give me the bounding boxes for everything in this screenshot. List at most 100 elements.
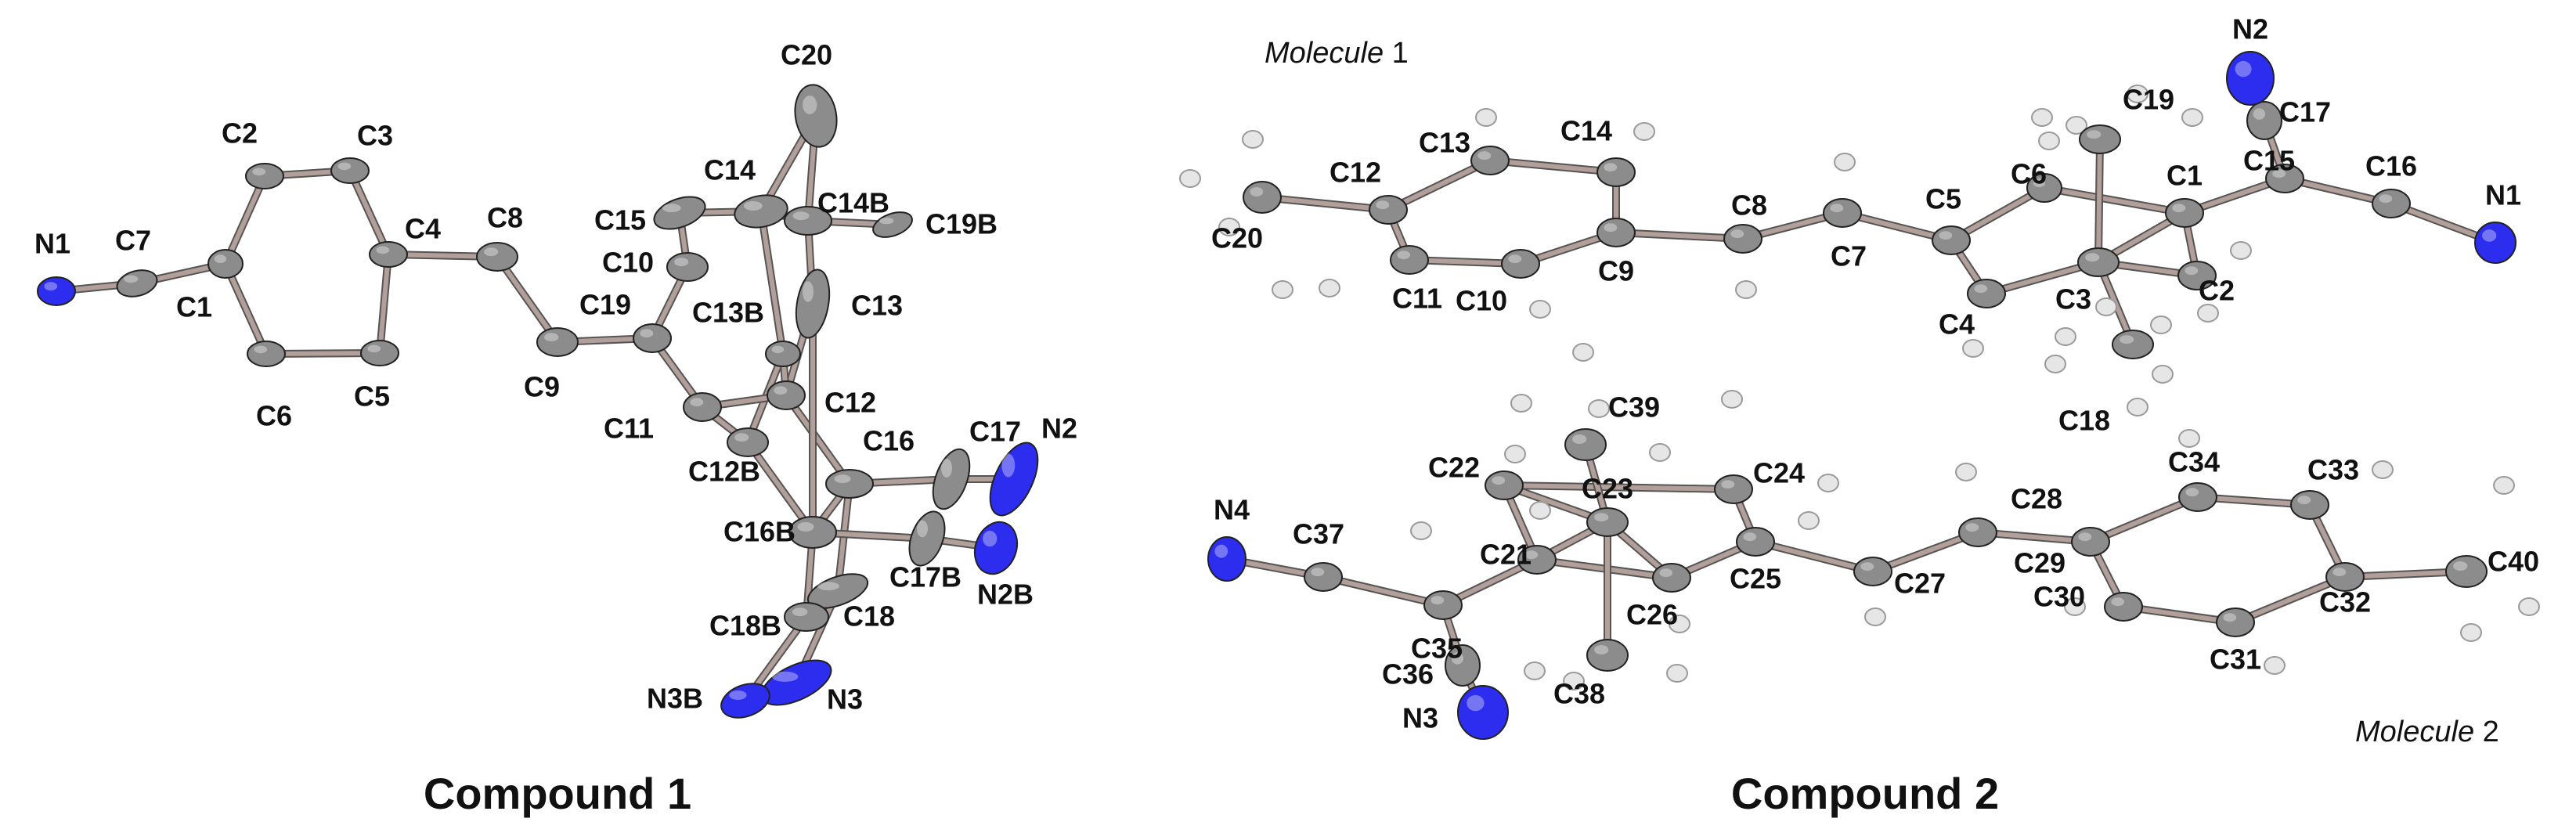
compound1-atom-label-c12: C12 xyxy=(824,387,876,419)
compound1-atom-label-c9: C9 xyxy=(524,371,560,403)
compound2-hydrogen-atom xyxy=(2152,365,2174,384)
compound2-hydrogen-atom xyxy=(1834,153,1856,171)
compound2-atom-highlight-c13 xyxy=(1477,151,1492,160)
compound2-atom-highlight-c34 xyxy=(2185,488,2199,497)
compound2-atom-label-c6: C6 xyxy=(2011,158,2047,190)
compound1-atom-c18 xyxy=(806,573,869,609)
compound1-atom-c12b xyxy=(727,427,769,457)
compound2-atom-label-c5: C5 xyxy=(1925,183,1961,215)
compound1-atom-n2b xyxy=(973,521,1019,575)
compound1-bond-inner-c4-c5 xyxy=(377,252,391,355)
compound2-atom-highlight-c8 xyxy=(1730,229,1744,239)
compound1-atom-highlight-n1 xyxy=(44,282,58,291)
compound2-atom-c39 xyxy=(1564,428,1607,461)
compound2-atom-c20 xyxy=(1243,181,1282,214)
compound2-bond-inner-c22-c24 xyxy=(1502,483,1736,492)
compound1-atom-c19b xyxy=(872,211,913,238)
compound1-bond-inner-c12b-c16b xyxy=(745,440,815,535)
compound2-atom-highlight-c39 xyxy=(1572,434,1587,444)
compound2-atom-label-c15: C15 xyxy=(2243,145,2295,177)
compound2-atom-highlight-c26 xyxy=(1659,568,1673,578)
compound1-atom-label-n2b: N2B xyxy=(977,579,1034,611)
compound2-atom-label-c30: C30 xyxy=(2033,581,2085,613)
compound1-atom-c19 xyxy=(633,323,672,353)
compound2-hydrogen-atom xyxy=(1798,511,1820,530)
compound1-atom-c1 xyxy=(207,249,244,279)
compound1-atom-label-c16b: C16B xyxy=(723,516,796,548)
compound2-hydrogen-atom xyxy=(2230,241,2252,260)
compound2-atom-label-c38: C38 xyxy=(1553,678,1605,710)
compound2-atom-c32 xyxy=(2325,562,2365,592)
compound2-atom-label-c24: C24 xyxy=(1753,457,1805,489)
compound1-atom-label-c11: C11 xyxy=(604,413,654,445)
compound1-atom-c14 xyxy=(734,194,788,229)
compound2-atom-c7 xyxy=(1823,198,1862,228)
compound2-atom-label-c4: C4 xyxy=(1939,308,1975,341)
compound1-atom-c2 xyxy=(245,163,284,189)
compound2-atom-label-c25: C25 xyxy=(1730,563,1781,595)
compound2-atom-c37 xyxy=(1304,562,1343,592)
compound2-hydrogen-atom xyxy=(1529,300,1551,319)
compound1-atom-label-c1: C1 xyxy=(176,291,212,323)
compound2-atom-c21 xyxy=(1517,545,1557,575)
compound2-atom-highlight-c16 xyxy=(2379,194,2393,204)
compound1-atom-label-c18b: C18B xyxy=(709,610,781,642)
compound2-hydrogen-atom xyxy=(1735,280,1757,299)
compound2-hydrogen-atom xyxy=(2178,429,2200,448)
compound1-atom-c3 xyxy=(330,157,370,184)
compound1-atom-highlight-c5 xyxy=(367,344,381,353)
compound2-hydrogen-atom xyxy=(2127,85,2148,103)
compound2-atom-c12 xyxy=(1369,195,1408,225)
compound2-atom-label-c31: C31 xyxy=(2210,644,2261,676)
compound1-atom-highlight-c19 xyxy=(640,329,654,338)
compound2-atom-label-c20: C20 xyxy=(1211,222,1263,254)
compound2-atom-label-c2: C2 xyxy=(2199,275,2235,307)
compound2-atom-label-n1: N1 xyxy=(2485,179,2521,211)
compound2-atom-label-c29: C29 xyxy=(2014,547,2065,579)
compound2-atom-highlight-c18 xyxy=(2120,335,2134,344)
compound2-atom-highlight-c32 xyxy=(2332,568,2347,577)
compound1-atom-label-c19: C19 xyxy=(579,289,631,321)
compound1-atom-c7 xyxy=(116,269,158,297)
compound1-atom-highlight-n2b xyxy=(983,530,998,547)
compound2-hydrogen-atom xyxy=(1633,122,1655,141)
compound1-atom-label-n3: N3 xyxy=(827,683,863,716)
compound2-atom-c10 xyxy=(1501,249,1540,279)
compound2-atom-highlight-c19 xyxy=(2087,130,2102,139)
compound2-hydrogen-atom xyxy=(1669,615,1690,633)
compound2-atom-label-c1: C1 xyxy=(2167,160,2203,192)
compound2-hydrogen-atom xyxy=(2518,597,2540,616)
compound2-atom-label-n2: N2 xyxy=(2232,13,2268,45)
compound1-atoms xyxy=(37,84,1039,719)
compound2-atom-highlight-c36 xyxy=(1451,652,1464,665)
compound1-atom-c20 xyxy=(794,84,838,148)
compound1-atom-label-c4: C4 xyxy=(405,213,441,245)
compound2-bond-inner-c25-c27 xyxy=(1753,539,1875,574)
compound1-atom-highlight-c14b xyxy=(792,211,810,221)
compound2-atom-label-c33: C33 xyxy=(2307,454,2359,486)
compound2-hydrogen-atom xyxy=(1588,399,1610,418)
compound1-atom-label-n2: N2 xyxy=(1041,413,1077,445)
compound-2-caption: Compound 2 xyxy=(1731,769,1999,818)
compound2-atom-c5 xyxy=(1932,225,1971,255)
compound2-hydrogens xyxy=(1179,85,2540,690)
compound2-atom-c29 xyxy=(2071,527,2110,557)
compound1-atom-label-c14: C14 xyxy=(704,154,756,186)
compound2-hydrogen-atom xyxy=(1319,279,1340,297)
compound2-atom-c6 xyxy=(2026,173,2062,203)
compound2-atom-highlight-c30 xyxy=(2111,597,2125,607)
compound1-atom-c15 xyxy=(653,196,706,230)
compound2-atom-highlight-c24 xyxy=(1721,480,1735,489)
compound1-atom-c6 xyxy=(247,341,286,367)
compound2-atom-n3 xyxy=(1457,685,1509,740)
compound2-hydrogen-atom xyxy=(2055,327,2076,346)
compound2-atom-c19 xyxy=(2079,124,2121,154)
compound2-atom-highlight-c10 xyxy=(1508,254,1522,264)
compound2-atom-label-c13: C13 xyxy=(1419,127,1470,159)
compound2-atom-c15 xyxy=(2265,164,2304,193)
compound2-bonds xyxy=(1223,74,2499,716)
compound2-hydrogen-atom xyxy=(1504,445,1526,463)
compound1-atom-highlight-c1 xyxy=(214,254,227,264)
compound2-atom-label-c16: C16 xyxy=(2365,150,2417,182)
